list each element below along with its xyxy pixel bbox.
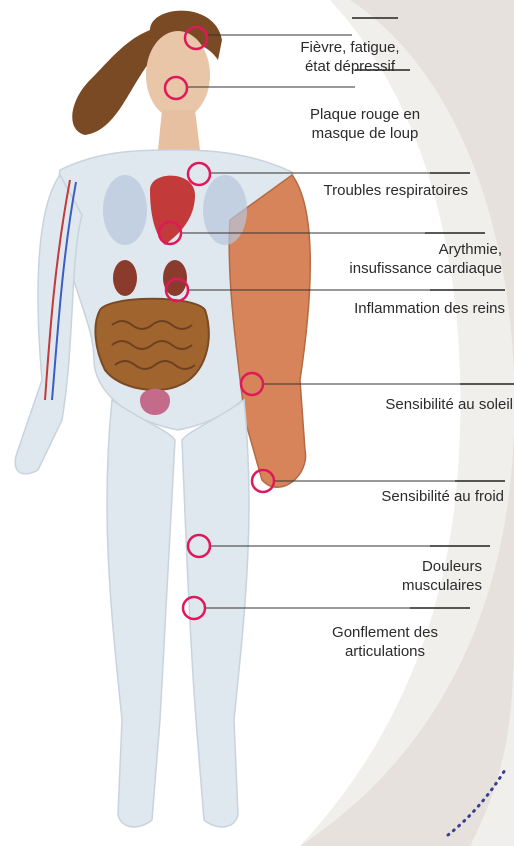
head xyxy=(146,31,210,119)
label-line: Plaque rouge en xyxy=(280,105,450,124)
kidney-left xyxy=(113,260,137,296)
label-line: Gonflement des xyxy=(305,623,465,642)
label-fievre: Fièvre, fatigue, état dépressif xyxy=(265,38,435,76)
label-douleurs: Douleurs musculaires xyxy=(360,557,482,595)
label-froid: Sensibilité au froid xyxy=(330,487,504,506)
bladder xyxy=(140,389,170,415)
label-soleil: Sensibilité au soleil xyxy=(320,395,513,414)
lung-left xyxy=(103,175,147,245)
label-line: articulations xyxy=(305,642,465,661)
label-line: musculaires xyxy=(360,576,482,595)
label-reins: Inflammation des reins xyxy=(300,299,505,318)
label-gonflement: Gonflement des articulations xyxy=(305,623,465,661)
label-plaque: Plaque rouge en masque de loup xyxy=(280,105,450,143)
label-line: Fièvre, fatigue, xyxy=(265,38,435,57)
label-line: Sensibilité au froid xyxy=(330,487,504,506)
label-line: état dépressif xyxy=(265,57,435,76)
right-arm xyxy=(15,175,82,474)
lung-right xyxy=(203,175,247,245)
label-line: Sensibilité au soleil xyxy=(320,395,513,414)
label-line: Douleurs xyxy=(360,557,482,576)
label-line: Troubles respiratoires xyxy=(270,181,468,200)
label-line: Arythmie, xyxy=(290,240,502,259)
label-respiratoire: Troubles respiratoires xyxy=(270,181,468,200)
right-leg xyxy=(107,400,175,827)
neck xyxy=(158,110,200,150)
label-arythmie: Arythmie, insufissance cardiaque xyxy=(290,240,502,278)
label-line: insufissance cardiaque xyxy=(290,259,502,278)
label-line: masque de loup xyxy=(280,124,450,143)
left-leg xyxy=(182,400,249,827)
label-line: Inflammation des reins xyxy=(300,299,505,318)
